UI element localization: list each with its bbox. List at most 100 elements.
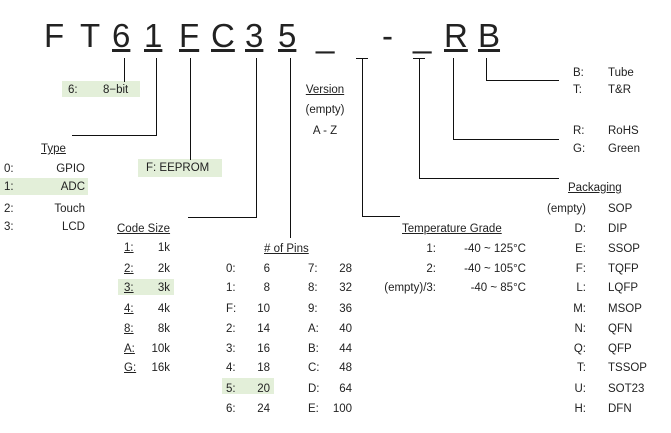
packaging-label: DFN (608, 403, 632, 415)
pins-code: 5: (226, 383, 236, 395)
pins-code: D: (308, 383, 320, 395)
pins-count: 14 (257, 323, 270, 335)
code-size-title: Code Size (117, 223, 171, 235)
packaging-label: LQFP (608, 282, 639, 294)
connector-b-v (486, 58, 487, 81)
part-char-3: 3 (245, 17, 264, 54)
temperature-code-2: (empty)/3: (384, 282, 436, 294)
packaging-code: T: (577, 362, 586, 374)
pins-code: 3: (226, 343, 236, 355)
part-char-c: C (211, 17, 235, 54)
packaging-code: N: (574, 323, 587, 335)
type-title: Type (41, 143, 66, 155)
pins-count: 8 (263, 282, 270, 294)
part-char-f2: F (179, 17, 200, 54)
connector-r-v (453, 58, 454, 140)
pins-code: 4: (226, 362, 236, 374)
packing-label-0: Tube (608, 67, 634, 79)
rohs-code-0: R: (573, 125, 585, 137)
part-char-6: 6 (112, 17, 131, 54)
packaging-label: QFN (608, 323, 633, 335)
pins-count: 64 (339, 383, 352, 395)
pins-code: 9: (308, 303, 318, 315)
highlight-20pins (222, 378, 274, 394)
type-label-1: ADC (60, 181, 85, 193)
packaging-label: SOP (608, 203, 633, 215)
highlight-3k (118, 279, 174, 295)
connector-f (190, 58, 191, 160)
pins-code: 2: (226, 323, 236, 335)
type-code-0: 0: (4, 163, 14, 175)
part-char-5: 5 (278, 17, 297, 54)
connector-blank2-h (419, 178, 559, 179)
connector-blank1-h (362, 216, 400, 217)
pins-count: 16 (257, 343, 270, 355)
code-size-label-5: 10k (151, 343, 170, 355)
packaging-code: Q: (573, 343, 586, 355)
packaging-code: F: (575, 263, 586, 275)
code-size-code-2: 3: (124, 282, 134, 294)
connector-3-h (188, 217, 257, 218)
code-size-code-1: 2: (124, 263, 134, 275)
packing-code-0: B: (573, 67, 584, 79)
part-char-b: B (478, 17, 501, 54)
pins-count: 6 (263, 263, 270, 275)
type-code-3: 3: (4, 221, 14, 233)
packaging-code: L: (576, 282, 586, 294)
temperature-label-0: -40 ~ 125°C (464, 243, 526, 255)
packaging-label: DIP (608, 223, 628, 235)
code-size-code-5: A: (124, 343, 135, 355)
type-code-2: 2: (4, 203, 14, 215)
pins-count: 24 (257, 403, 270, 415)
pins-code: 0: (226, 263, 236, 275)
pins-count: 28 (339, 263, 352, 275)
type-label-2: Touch (54, 203, 85, 215)
packaging-code: H: (574, 403, 587, 415)
version-empty: (empty) (305, 104, 345, 116)
highlight-adc (0, 178, 88, 195)
packaging-code: U: (574, 383, 587, 395)
code-size-code-3: 4: (124, 303, 134, 315)
code-size-label-0: 1k (157, 242, 170, 254)
temperature-code-1: 2: (426, 263, 436, 275)
pins-count: 10 (257, 303, 270, 315)
pins-count: 20 (257, 383, 270, 395)
highlight-8bit (62, 81, 140, 97)
eeprom-label: F: EEPROM (146, 162, 210, 174)
pins-count: 36 (339, 303, 352, 315)
part-char-dash: - (382, 17, 393, 54)
connector-1-h (72, 135, 157, 136)
version-range: A - Z (312, 125, 338, 137)
type-label-3: LCD (61, 221, 85, 233)
temperature-title: Temperature Grade (402, 223, 502, 235)
pins-code: 8: (308, 282, 318, 294)
code-size-code-0: 1: (124, 242, 134, 254)
packaging-code: E: (575, 243, 586, 255)
temperature-code-0: 1: (426, 243, 436, 255)
part-char-r: R (444, 17, 468, 54)
type-label-0: GPIO (56, 163, 85, 175)
pins-code: F: (226, 303, 237, 315)
connector-5 (290, 58, 291, 238)
pins-code: 7: (308, 263, 318, 275)
temperature-label-1: -40 ~ 105°C (464, 263, 526, 275)
packaging-label: TSSOP (608, 362, 647, 374)
packaging-label: SSOP (608, 243, 640, 255)
connector-r-h (453, 139, 559, 140)
code-size-code-4: 8: (124, 323, 134, 335)
connector-6 (124, 58, 125, 82)
pins-count: 100 (332, 403, 352, 415)
pins-count: 32 (339, 282, 352, 294)
bit-code: 6: (68, 84, 78, 96)
packaging-label: TQFP (608, 263, 639, 275)
packaging-label: SOT23 (608, 383, 645, 395)
rohs-code-1: G: (573, 143, 586, 155)
packaging-code: D: (574, 223, 587, 235)
type-code-1: 1: (4, 181, 14, 193)
connector-b-h (486, 80, 559, 81)
code-size-label-1: 2k (157, 263, 170, 275)
connector-blank2-v (419, 58, 420, 179)
code-size-label-6: 16k (151, 362, 170, 374)
pins-code: B: (308, 343, 319, 355)
packaging-label: QFP (608, 343, 632, 355)
